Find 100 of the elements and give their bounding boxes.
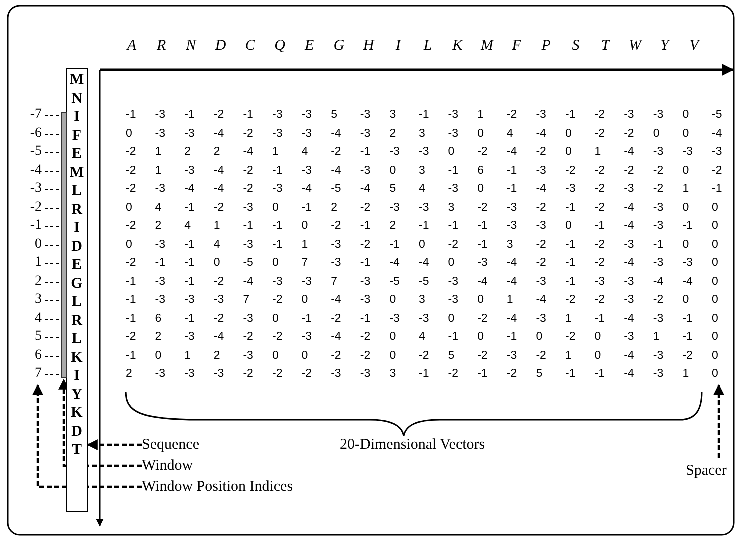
amino-acid-header: H <box>362 38 376 55</box>
vector-value: -2 <box>272 293 284 308</box>
vector-value: -3 <box>272 108 284 123</box>
vector-value: -2 <box>536 200 548 216</box>
vector-value: 2 <box>331 200 338 216</box>
vector-value: 5 <box>390 182 398 197</box>
vector-value: 4 <box>419 182 426 197</box>
vector-value: -1 <box>360 219 372 234</box>
vector-value: -1 <box>448 330 460 345</box>
vector-value: -2 <box>478 348 489 364</box>
vector-value: 0 <box>536 330 544 345</box>
vector-value: -4 <box>536 293 548 308</box>
vector-value: -2 <box>506 108 518 123</box>
vector-value: -3 <box>155 238 167 252</box>
vector-value: 0 <box>390 293 398 308</box>
vector-value: 0 <box>302 293 310 308</box>
vector-value: -2 <box>566 164 577 178</box>
vector-value: 0 <box>712 293 720 308</box>
vector-value: -2 <box>506 367 518 382</box>
vector-value: -2 <box>243 367 254 382</box>
amino-acid-header: Q <box>274 38 286 55</box>
vector-value: -3 <box>243 238 254 252</box>
vector-value: -2 <box>624 126 636 142</box>
amino-acid-header: V <box>688 38 702 55</box>
vector-value: -3 <box>360 126 372 142</box>
vector-value: -3 <box>448 274 460 290</box>
vector-value: -2 <box>448 238 460 252</box>
amino-acid-header: N <box>185 38 198 55</box>
leader-line <box>32 384 142 488</box>
vector-value: -1 <box>184 312 196 326</box>
vector-value: -1 <box>243 108 254 123</box>
position-index: 7 <box>34 365 42 383</box>
vector-value: -3 <box>272 274 284 290</box>
brace-label: 20-Dimensional Vectors <box>340 436 486 454</box>
vector-value: -1 <box>566 274 577 290</box>
vector-value: -3 <box>712 145 724 160</box>
vector-value: 0 <box>272 200 280 216</box>
vector-value: 0 <box>712 312 720 326</box>
vector-value: -2 <box>214 108 226 123</box>
vector-value: 0 <box>712 238 720 252</box>
vector-value: -4 <box>624 219 636 234</box>
vector-value: -1 <box>653 238 665 252</box>
vector-value: 0 <box>272 348 280 364</box>
vector-value: -1 <box>184 238 196 252</box>
vector-value: -1 <box>594 312 606 326</box>
vector-value: -4 <box>331 164 342 178</box>
vector-value: -3 <box>155 367 167 382</box>
vector-value: -2 <box>478 312 489 326</box>
vector-value: 2 <box>214 348 222 364</box>
vector-value: -3 <box>624 182 636 197</box>
vector-value: -4 <box>624 348 636 364</box>
vector-value: -3 <box>653 256 665 271</box>
vector-value: 2 <box>155 330 163 345</box>
vector-value: -3 <box>506 348 518 364</box>
vector-value: 0 <box>682 126 690 142</box>
vector-value: 1 <box>566 312 573 326</box>
vector-value: -3 <box>624 330 636 345</box>
vector-value: 0 <box>390 348 398 364</box>
vector-value: 0 <box>214 256 222 271</box>
vector-value: -1 <box>419 367 430 382</box>
leader-line <box>714 384 724 458</box>
vector-value: -2 <box>214 312 226 326</box>
vector-value: -3 <box>184 126 196 142</box>
position-index: -7 <box>29 106 42 124</box>
vector-value: -3 <box>302 108 314 123</box>
vector-value: 3 <box>390 367 398 382</box>
vector-value: 1 <box>653 330 661 345</box>
vector-value: 2 <box>184 145 192 160</box>
vector-value: 3 <box>419 126 426 142</box>
vector-value: -3 <box>302 330 314 345</box>
amino-acid-header: T <box>600 38 612 55</box>
amino-acid-header: C <box>244 38 256 55</box>
vector-value: 0 <box>566 219 573 234</box>
vector-value: -2 <box>478 145 489 160</box>
vector-value: -4 <box>360 182 372 197</box>
leader-text: Sequence <box>142 436 200 454</box>
vector-value: -3 <box>155 126 167 142</box>
vector-value: -2 <box>331 348 342 364</box>
vector-value: -2 <box>712 164 724 178</box>
vector-value: -2 <box>214 274 226 290</box>
vector-value: 3 <box>448 200 456 216</box>
vector-value: -1 <box>419 219 430 234</box>
sequence-letters: M N I F E M L R I D E G L R L K I Y K D T <box>70 71 84 460</box>
vector-value: -3 <box>653 108 665 123</box>
position-index: -2 <box>29 198 42 216</box>
position-index: -5 <box>29 143 42 161</box>
vector-value: 1 <box>594 145 602 160</box>
vector-value: -1 <box>712 182 724 197</box>
vector-value: 0 <box>155 348 163 364</box>
vector-value: -4 <box>478 274 489 290</box>
vector-value: -4 <box>331 126 342 142</box>
vector-value: -3 <box>390 312 401 326</box>
vector-value: 1 <box>184 348 192 364</box>
vector-value: -1 <box>594 367 606 382</box>
vector-value: -1 <box>448 219 460 234</box>
vector-value: 4 <box>184 219 192 234</box>
amino-acid-header: E <box>304 38 316 55</box>
vector-value: -5 <box>243 256 254 271</box>
leader-line <box>58 378 142 468</box>
vector-value: 2 <box>126 367 134 382</box>
